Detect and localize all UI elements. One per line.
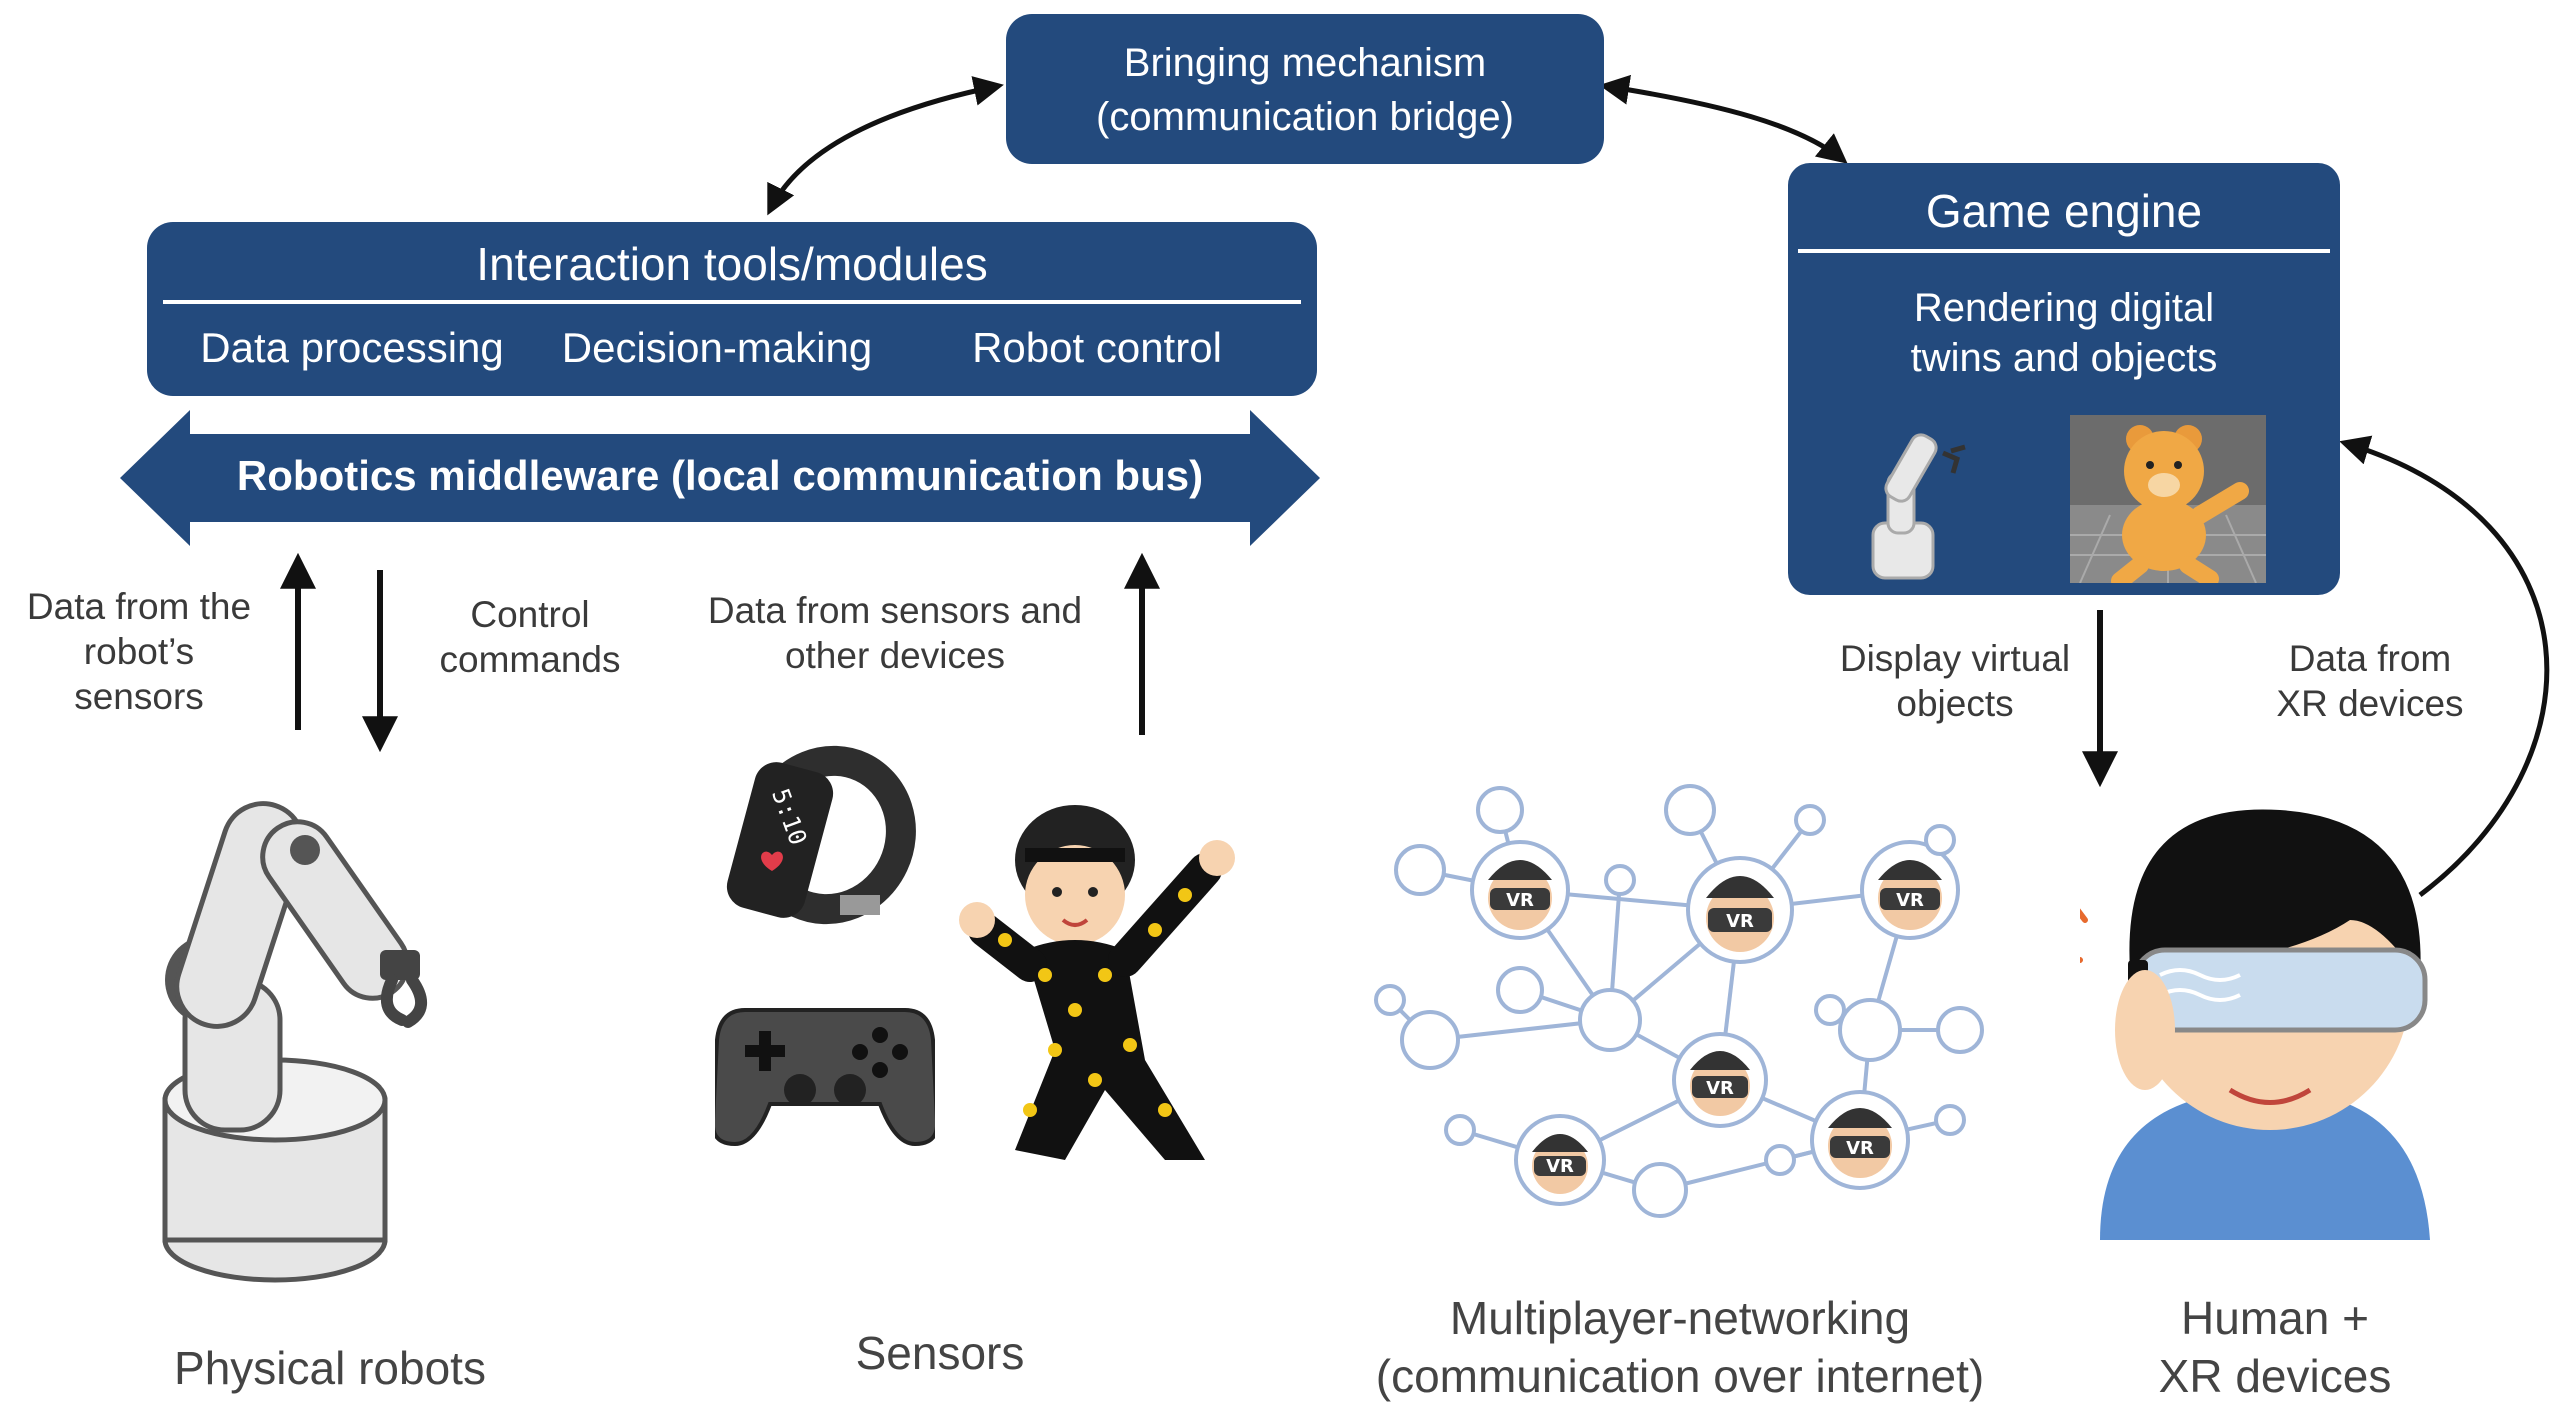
interaction-item-decision-making: Decision-making — [561, 324, 873, 371]
bridge-line1: Bringing mechanism — [1123, 41, 1487, 85]
game-controller-icon — [715, 1008, 935, 1147]
game-engine-line1: Rendering digital — [1913, 286, 2215, 330]
digital-twin-robot-icon — [1871, 433, 1966, 580]
caption-sensors: Sensors — [855, 1327, 1025, 1379]
physical-robot-icon — [162, 801, 427, 1283]
caption-multiplayer: Multiplayer-networking (communication ov… — [1375, 1292, 1985, 1402]
bridge-to-engine-arrow — [1599, 74, 1848, 164]
vr-text-5: VR — [1846, 1138, 1874, 1159]
vr-text-3: VR — [1896, 890, 1924, 911]
motion-capture-person-icon — [959, 805, 1235, 1160]
vr-text-1: VR — [1506, 890, 1534, 911]
vr-text-2: VR — [1726, 911, 1754, 932]
middleware-arrow — [120, 410, 1320, 546]
vr-text-6: VR — [1546, 1156, 1574, 1177]
game-engine-line2: twins and objects — [1910, 336, 2218, 380]
interaction-box: Interaction tools/modules Data processin… — [147, 222, 1317, 396]
bridge-line2: (communication bridge) — [1096, 95, 1514, 139]
xr-data-label: Data from XR devices — [2276, 638, 2464, 725]
fitness-band-icon: 5:10 — [726, 745, 916, 925]
interaction-title: Interaction tools/modules — [476, 238, 988, 290]
game-engine-title: Game engine — [1925, 185, 2203, 237]
bridge-to-interaction-arrow — [767, 76, 1004, 216]
bridge-box: Bringing mechanism (communication bridge… — [1006, 14, 1604, 164]
robot-data-label: Data from the robot’s sensors — [26, 586, 252, 718]
game-engine-divider — [1798, 249, 2330, 253]
vr-text-4: VR — [1706, 1078, 1734, 1099]
game-engine-box: Game engine Rendering digital twins and … — [1788, 163, 2340, 595]
sensor-data-label: Data from sensors and other devices — [707, 590, 1083, 677]
interaction-divider — [163, 300, 1301, 304]
control-commands-label: Control commands — [439, 594, 621, 681]
caption-human: Human + XR devices — [2158, 1292, 2392, 1402]
caption-physical-robots: Physical robots — [174, 1342, 486, 1394]
interaction-item-robot-control: Robot control — [972, 324, 1222, 371]
human-xr-icon — [2080, 809, 2430, 1240]
interaction-item-data-processing: Data processing — [200, 324, 504, 371]
display-virtual-label: Display virtual objects — [1839, 638, 2071, 725]
xr-data-arrow — [2339, 435, 2550, 897]
middleware-label: Robotics middleware (local communication… — [236, 452, 1204, 499]
multiplayer-network-icon: VR VR VR VR VR VR — [1374, 784, 1984, 1218]
digital-bear-icon — [2070, 415, 2266, 583]
